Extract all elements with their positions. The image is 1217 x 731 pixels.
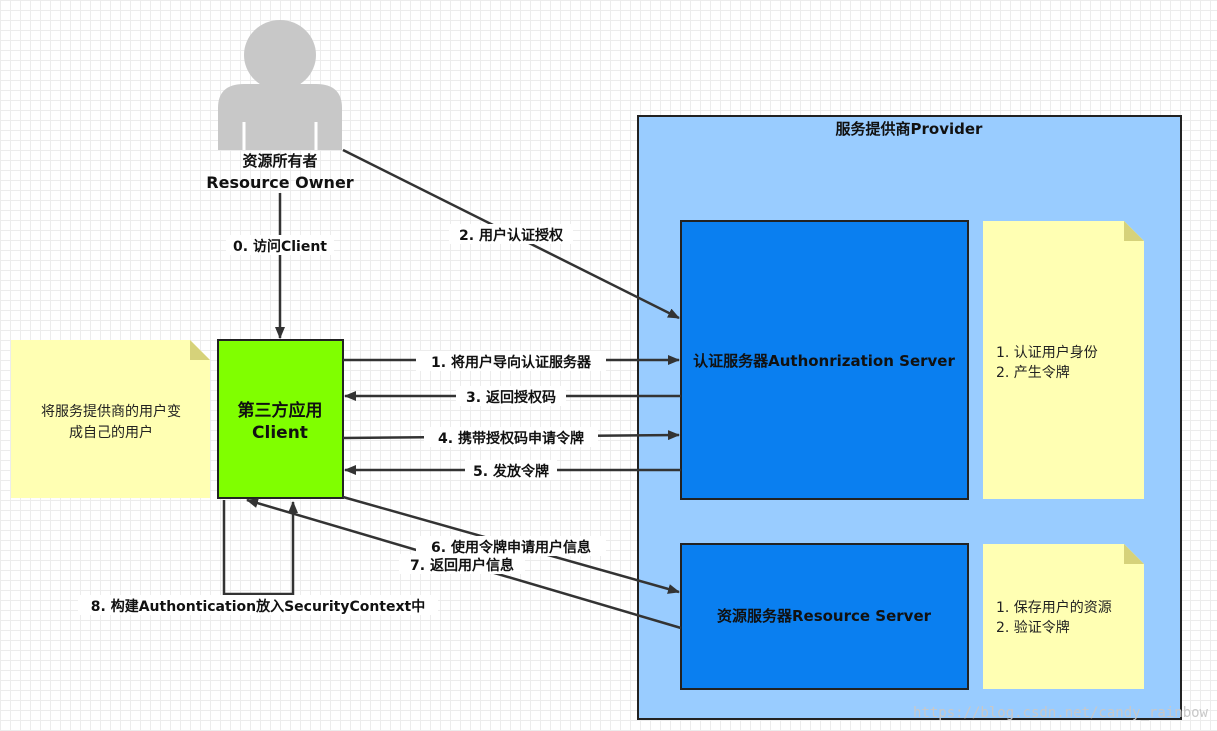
resource-note-line1: 1. 保存用户的资源 xyxy=(996,599,1112,616)
client-box xyxy=(217,339,344,499)
auth-note: 1. 认证用户身份 2. 产生令牌 xyxy=(983,221,1144,499)
step2-label: 2. 用户认证授权 xyxy=(459,227,564,244)
auth-server-label: 认证服务器Authonrization Server xyxy=(693,352,955,370)
step1-label: 1. 将用户导向认证服务器 xyxy=(431,354,592,371)
resource-owner-label-cn: 资源所有者 xyxy=(242,152,317,170)
step0-label: 0. 访问Client xyxy=(233,238,327,255)
step4-label: 4. 携带授权码申请令牌 xyxy=(438,430,584,447)
step3-label: 3. 返回授权码 xyxy=(466,389,556,406)
auth-note-line1: 1. 认证用户身份 xyxy=(996,344,1098,361)
step7-label: 7. 返回用户信息 xyxy=(410,557,514,574)
arrow-step8 xyxy=(222,500,298,596)
resource-server-label: 资源服务器Resource Server xyxy=(717,607,932,625)
step-labels: 0. 访问Client 2. 用户认证授权 1. 将用户导向认证服务器 3. 返… xyxy=(78,224,606,615)
client-note-line1: 将服务提供商的用户变 xyxy=(41,403,181,420)
auth-note-line2: 2. 产生令牌 xyxy=(996,364,1070,381)
client-note-line2: 成自己的用户 xyxy=(69,424,153,441)
client-note: 将服务提供商的用户变 成自己的用户 xyxy=(11,340,210,498)
auth-server-box xyxy=(680,220,969,500)
provider-title: 服务提供商Provider xyxy=(836,120,984,138)
resource-owner-label-en: Resource Owner xyxy=(206,173,354,192)
client-label-cn: 第三方应用 xyxy=(238,400,323,421)
watermark: https://blog.csdn.net/candy_rainbow xyxy=(913,705,1209,721)
step8-label: 8. 构建Authontication放入SecurityContext中 xyxy=(91,598,425,615)
step5-label: 5. 发放令牌 xyxy=(473,463,549,480)
resource-server-box xyxy=(680,543,969,690)
resource-note-line2: 2. 验证令牌 xyxy=(996,619,1070,636)
person-icon xyxy=(218,20,342,150)
step6-label: 6. 使用令牌申请用户信息 xyxy=(431,539,591,556)
resource-note: 1. 保存用户的资源 2. 验证令牌 xyxy=(983,544,1144,689)
client-label-en: Client xyxy=(252,423,308,443)
